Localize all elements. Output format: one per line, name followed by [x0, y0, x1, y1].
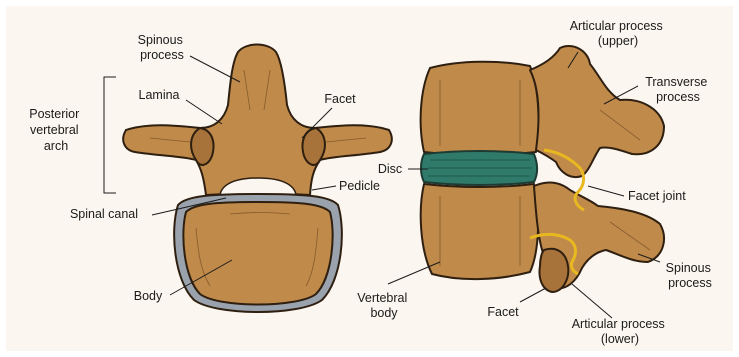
vertebral-body-top-shape	[183, 202, 332, 305]
label-pedicle: Pedicle	[339, 179, 380, 193]
label-lamina: Lamina	[139, 88, 180, 102]
label-facet-joint: Facet joint	[628, 189, 686, 203]
lower-articular-process-shape	[540, 249, 569, 292]
label-disc: Disc	[378, 162, 402, 176]
facet-left-shape	[191, 128, 213, 165]
lower-vertebral-body-shape	[421, 184, 538, 279]
label-facet-bottom: Facet	[487, 305, 519, 319]
label-body: Body	[134, 289, 163, 303]
label-facet-top: Facet	[324, 92, 356, 106]
label-spinous-process-side: Spinous process	[666, 261, 715, 290]
upper-vertebral-body-shape	[421, 62, 539, 155]
label-spinal-canal: Spinal canal	[70, 207, 138, 221]
label-spinous-process-top: Spinous process	[138, 33, 187, 62]
